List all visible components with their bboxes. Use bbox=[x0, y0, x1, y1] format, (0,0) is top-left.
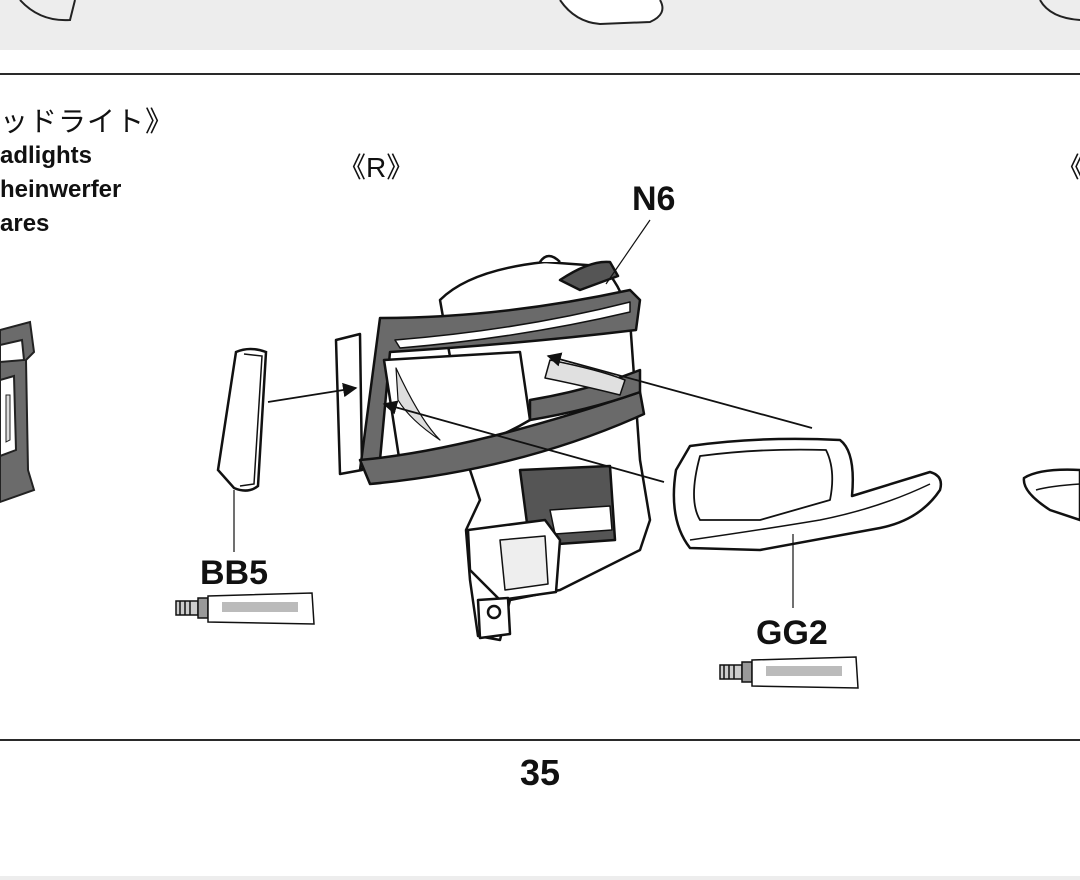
arrow-icon bbox=[267, 352, 813, 483]
page-number: 35 bbox=[520, 752, 561, 793]
footer-band bbox=[0, 876, 1080, 880]
view-right-label: 《R》 bbox=[338, 152, 415, 183]
step-title-english: adlights bbox=[0, 142, 93, 169]
previous-step-parts bbox=[19, 0, 1080, 26]
view-left-label: 《 bbox=[1056, 146, 1080, 186]
gg2-part bbox=[672, 437, 943, 552]
cement-tube-icon bbox=[175, 592, 315, 625]
step-title-japanese: ッドライト》 bbox=[0, 106, 175, 137]
bottom-divider bbox=[0, 739, 1080, 741]
n6-leader-line bbox=[605, 219, 651, 285]
top-divider bbox=[0, 73, 1080, 75]
part-label-gg2: GG2 bbox=[756, 614, 828, 652]
cement-tube-icon bbox=[719, 656, 859, 689]
left-assembled-headlight-partial bbox=[0, 320, 36, 504]
part-label-bb5: BB5 bbox=[200, 554, 269, 592]
headlight-housing bbox=[334, 254, 652, 642]
step-title-other: ares bbox=[0, 210, 50, 237]
left-view-part-partial bbox=[1022, 468, 1080, 522]
bb5-part bbox=[216, 347, 268, 492]
step-title-german: heinwerfer bbox=[0, 176, 122, 203]
previous-step-band bbox=[0, 0, 1080, 50]
part-label-n6: N6 bbox=[632, 180, 676, 218]
